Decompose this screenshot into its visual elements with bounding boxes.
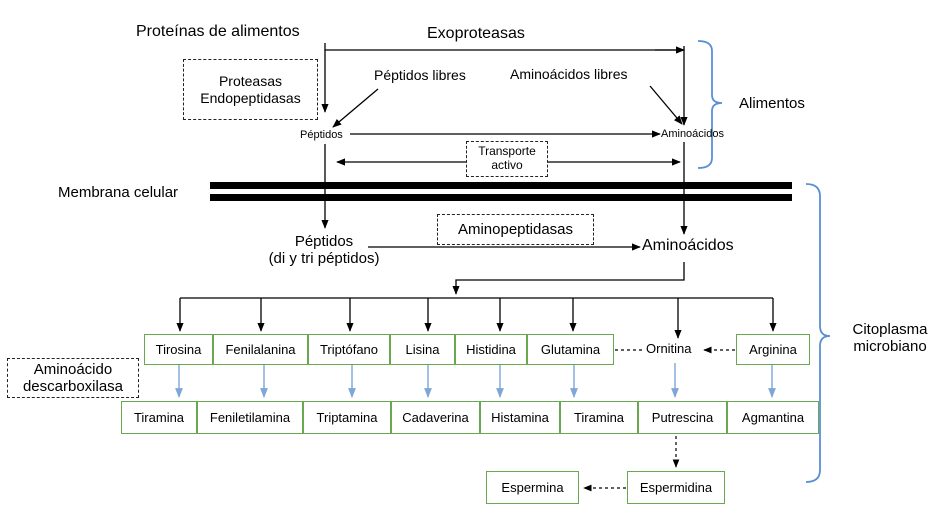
exoproteasas-arrow (324, 43, 685, 51)
amino-acid-box-arginina: Arginina (736, 334, 810, 365)
aminoacido-descarboxilasa-box: Aminoácido descarboxilasa (7, 358, 139, 398)
amine-box-histamina: Histamina (480, 401, 560, 434)
citoplasma-bracket (805, 183, 831, 483)
peptidos-di-tri-label: Péptidos (di y tri péptidos) (268, 233, 380, 268)
amine-box-triptamina: Triptamina (303, 401, 391, 434)
amine-box-putrescina: Putrescina (638, 401, 727, 434)
citoplasma-microbiano-label: Citoplasma microbiano (852, 321, 928, 356)
proteasas-endopeptidasas-box: Proteasas Endopeptidasas (183, 59, 318, 120)
aminoacidos-libres-label: Aminoácidos libres (510, 66, 628, 82)
aminopeptidasas-box: Aminopeptidasas (437, 214, 594, 245)
amine-box-cadaverina: Cadaverina (391, 401, 480, 434)
amino-acid-box-tirosina: Tirosina (144, 334, 213, 365)
amine-box-agmantina: Agmantina (727, 401, 819, 434)
amino-acid-box-triptofano: Triptófano (308, 334, 390, 365)
peptidos-top-label: Péptidos (300, 129, 343, 141)
amino-acid-box-histidina: Histidina (455, 334, 527, 365)
amino-acid-box-glutamina: Glutamina (527, 334, 614, 365)
membrana-celular-label: Membrana celular (58, 184, 179, 201)
aminoacidos-mid-label: Aminoácidos (642, 237, 734, 254)
amine-box-tiramina-1: Tiramina (121, 401, 197, 434)
polyamine-box-espermina: Espermina (486, 471, 579, 504)
aminoacidos-to-tree (452, 262, 685, 295)
alimentos-label: Alimentos (739, 95, 805, 112)
peptidos-libres-label: Péptidos libres (374, 67, 466, 83)
polyamine-box-espermidina: Espermidina (627, 471, 725, 504)
amino-acid-box-fenilalanina: Fenilalanina (213, 334, 308, 365)
exoproteasas-label: Exoproteasas (427, 25, 525, 42)
amine-box-tiramina-2: Tiramina (560, 401, 638, 434)
amino-acid-box-lisina: Lisina (390, 334, 455, 365)
membrane-band-top (210, 182, 792, 189)
peptidos-libres-arrow (332, 88, 379, 128)
proteinas-alimentos-label: Proteínas de alimentos (136, 23, 300, 40)
membrane-band-bottom (210, 194, 792, 201)
amine-box-feniletilamina: Feniletilamina (197, 401, 303, 434)
ornitina-label: Ornitina (646, 341, 692, 356)
aminoacidos-libres-arrow (649, 85, 683, 125)
alimentos-bracket (697, 40, 723, 169)
aminoacidos-top-label: Aminoácidos (661, 128, 724, 140)
transporte-activo-box: Transporte activo (466, 141, 548, 177)
